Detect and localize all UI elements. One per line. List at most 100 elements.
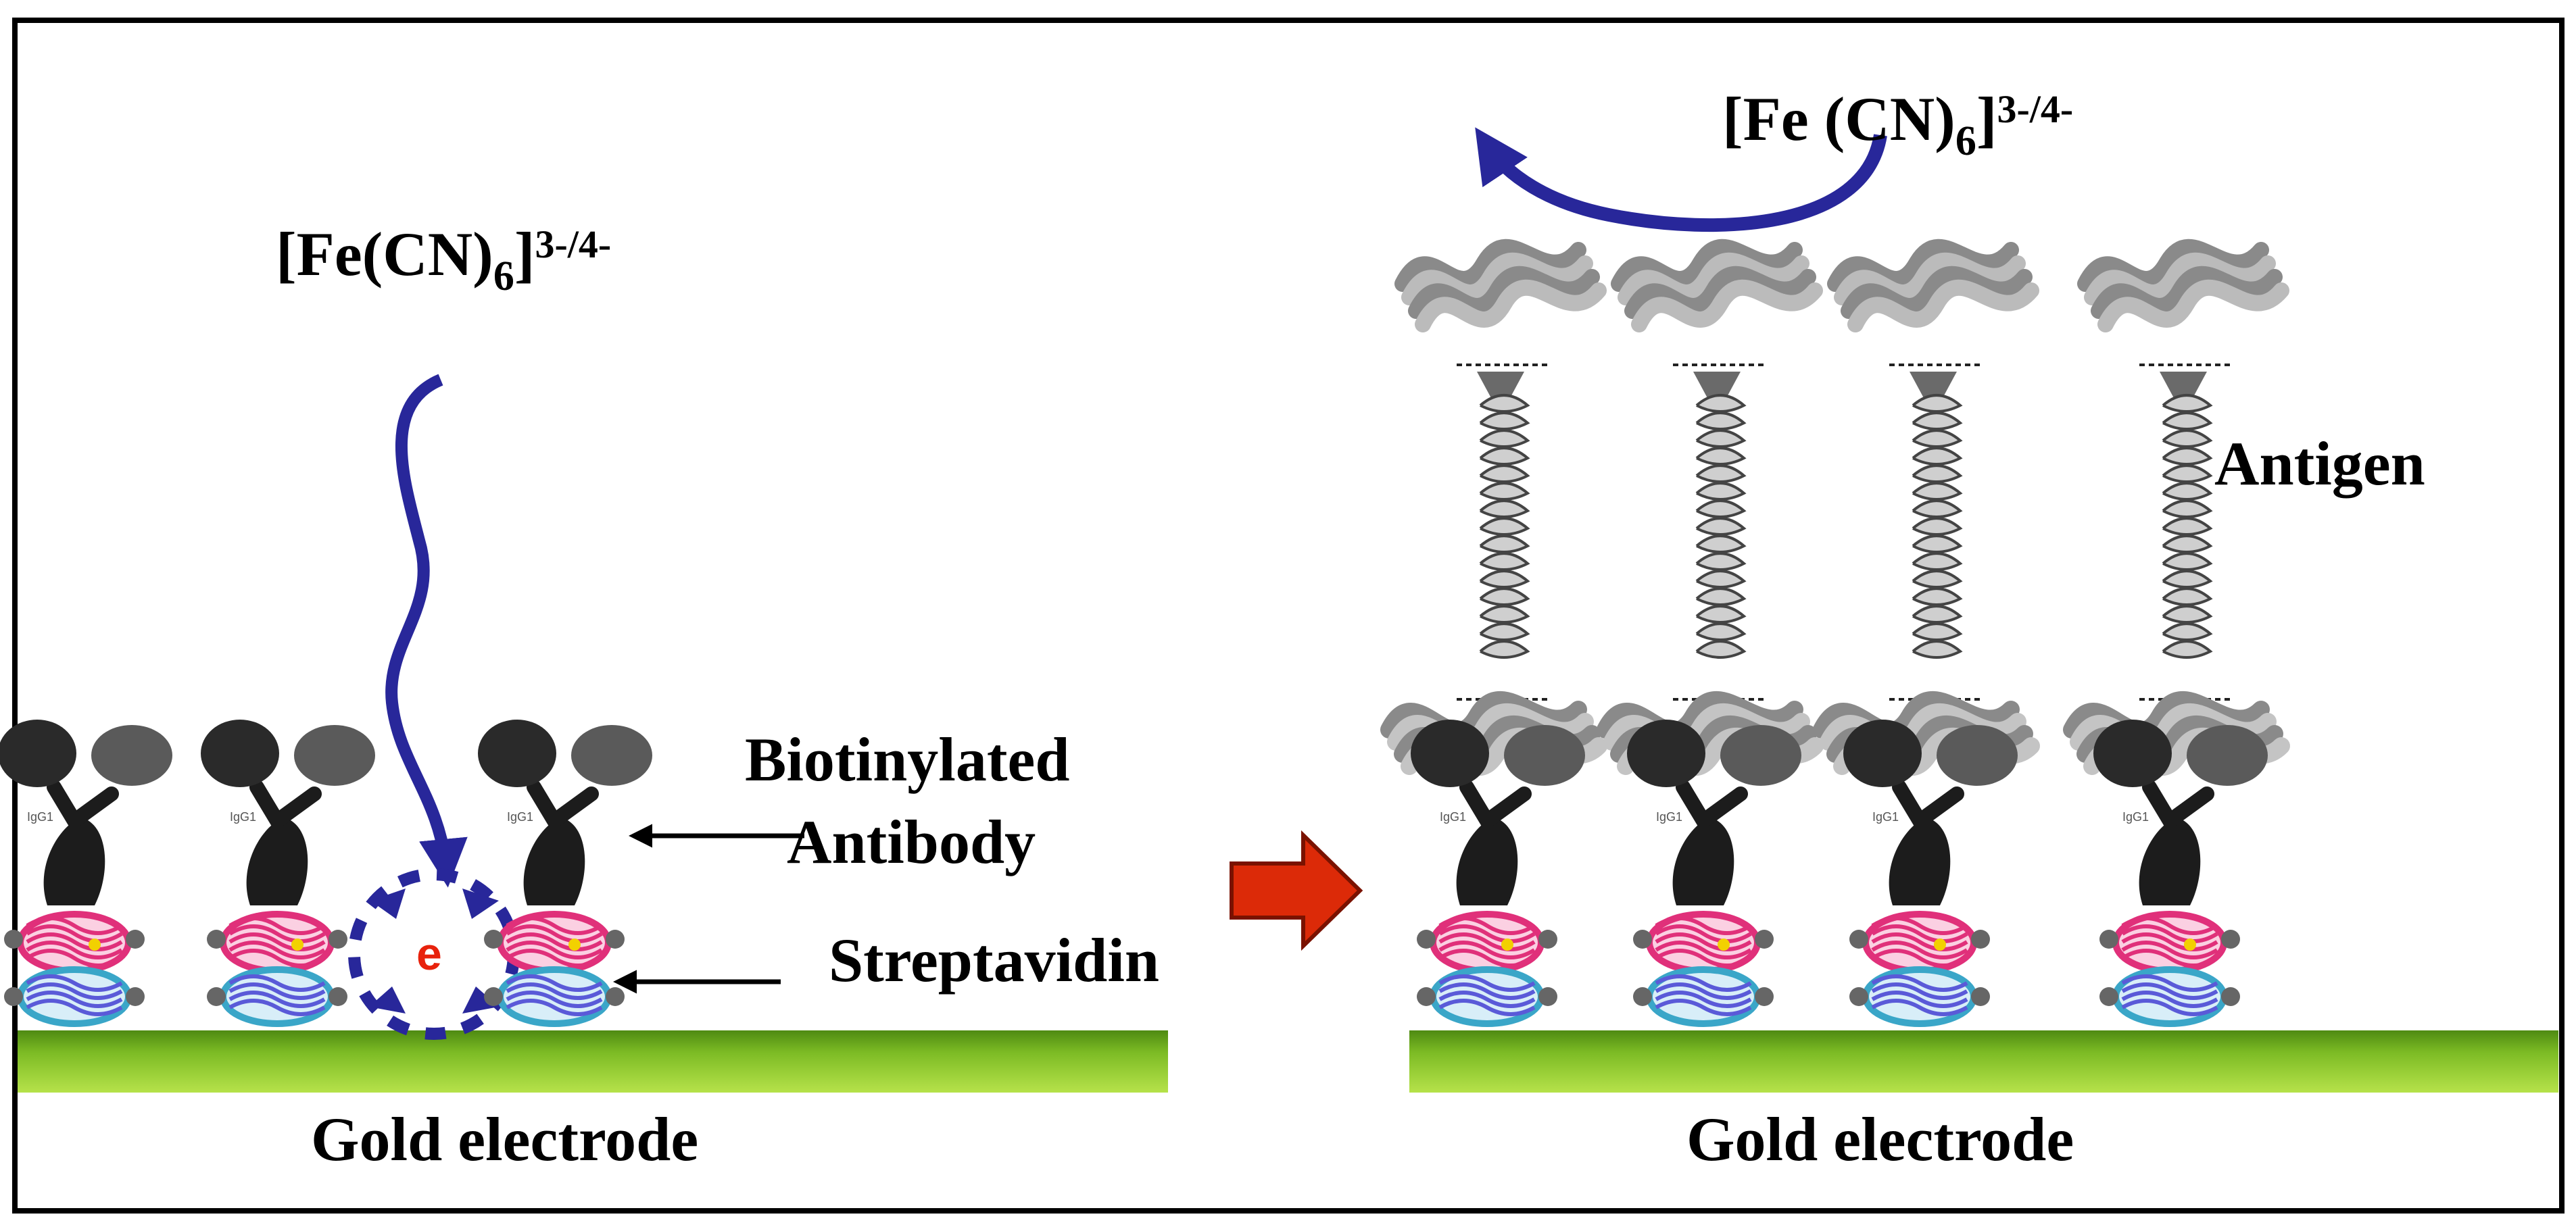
antigen-helix-turn	[1912, 411, 1963, 430]
antigen-helix-turn	[2162, 605, 2213, 624]
right-redox-probe-label: [Fe (CN)6]3-/4-	[1722, 87, 2074, 162]
antigen-helix-turn	[1479, 517, 1530, 536]
streptavidin-coil	[506, 916, 603, 935]
antigen-helix-turn	[2162, 570, 2213, 589]
antigen-helix-turn	[1695, 429, 1747, 448]
antigen-helix-turn	[1479, 464, 1530, 483]
antigen-helix-turn	[1695, 394, 1747, 413]
streptavidin-coil	[228, 924, 326, 943]
antigen-helix-turn	[1912, 587, 1963, 606]
antigen-helix-turn	[1479, 552, 1530, 571]
antibody-hinge	[1892, 780, 1964, 828]
antigen-helix-turn	[1695, 482, 1747, 501]
antigen-ribbon	[1834, 252, 2026, 305]
right-probe-superscript: 3-/4-	[1997, 87, 2074, 131]
antigen-ribbon	[2077, 239, 2269, 292]
antibody-fc	[1672, 818, 1734, 905]
streptavidin-coil	[506, 949, 603, 968]
streptavidin-coil	[1655, 932, 1752, 951]
streptavidin-bead	[2221, 987, 2240, 1006]
left-probe-main: [Fe(CN)	[276, 220, 493, 289]
antigen-protein-icon	[2063, 239, 2290, 776]
antigen-helix-turn	[2162, 482, 2213, 501]
antigen-helix-turn	[2162, 622, 2213, 641]
streptavidin-coil	[1871, 932, 1968, 951]
antigen-helix-turn	[1695, 570, 1747, 589]
streptavidin-coil	[1438, 991, 1536, 1008]
streptavidin-coil	[228, 982, 326, 1000]
antigen-helix-turn	[1912, 447, 1963, 466]
streptavidin-bead	[207, 987, 226, 1006]
streptavidin-coil	[1655, 991, 1752, 1008]
antibody-fab-left	[0, 720, 76, 787]
antigen-helix-turn	[1912, 622, 1963, 641]
antigen-helix-turn	[1479, 411, 1530, 430]
streptavidin-coil	[1871, 999, 1968, 1016]
antigen-ribbon	[2097, 279, 2289, 332]
right-arrow-icon	[1230, 830, 1363, 951]
streptavidin-bead	[1417, 987, 1436, 1006]
antigen-helix-turn	[1912, 464, 1963, 483]
streptavidin-coil	[2121, 991, 2218, 1008]
antigen-ribbon	[2084, 252, 2276, 305]
antigen-helix-turn	[1912, 534, 1963, 553]
streptavidin-coil	[506, 991, 603, 1008]
streptavidin-coil	[1871, 982, 1968, 1000]
streptavidin-bead	[1633, 930, 1652, 949]
streptavidin-coil	[228, 916, 326, 935]
biotin-dot	[1501, 939, 1513, 951]
antibody-tag: IgG1	[1656, 810, 1682, 824]
antigen-ribbon	[1847, 279, 2039, 332]
streptavidin-bead	[1971, 987, 1990, 1006]
streptavidin-bead	[329, 930, 347, 949]
streptavidin-coil	[1438, 974, 1536, 992]
biotinylated-label: Biotinylated	[745, 725, 1070, 794]
streptavidin-bead	[1849, 930, 1868, 949]
streptavidin-coil	[26, 999, 123, 1016]
antigen-helix-turn	[1912, 482, 1963, 501]
antigen-helix-turn	[1479, 640, 1530, 659]
antigen-ribbon	[1618, 252, 1809, 305]
streptavidin-coil	[26, 982, 123, 1000]
antigen-helix-turn	[2162, 587, 2213, 606]
antibody-hinge	[527, 780, 599, 828]
antibody-tag: IgG1	[1440, 810, 1466, 824]
streptavidin-coil	[1438, 941, 1536, 959]
antigen-helix-turn	[1479, 605, 1530, 624]
streptavidin-coil	[228, 974, 326, 992]
streptavidin-coil	[506, 999, 603, 1016]
streptavidin-bead	[2221, 930, 2240, 949]
antigen-helix-turn	[1912, 429, 1963, 448]
antibody-fab-left	[2093, 720, 2172, 787]
streptavidin-bead	[1538, 930, 1557, 949]
biotin-dot	[1934, 939, 1946, 951]
streptavidin-bead	[606, 987, 625, 1006]
antibody-fab-right	[1504, 725, 1585, 786]
streptavidin-coil	[2121, 941, 2218, 959]
antigen-triangle	[1910, 372, 1957, 416]
antigen-helix-turn	[1695, 534, 1747, 553]
antigen-helix-turn	[2162, 499, 2213, 518]
streptavidin-coil	[1655, 999, 1752, 1016]
streptavidin-coil	[228, 941, 326, 959]
streptavidin-bead	[1755, 987, 1774, 1006]
streptavidin-coil	[2121, 932, 2218, 951]
streptavidin-bead	[207, 930, 226, 949]
streptavidin-coil	[26, 916, 123, 935]
streptavidin-coil	[506, 941, 603, 959]
antigen-helix-turn	[2162, 394, 2213, 413]
streptavidin-coil	[26, 924, 123, 943]
streptavidin-coil	[228, 932, 326, 951]
streptavidin-coil	[2121, 982, 2218, 1000]
antigen-helix-turn	[1695, 605, 1747, 624]
streptavidin-bead	[1755, 930, 1774, 949]
streptavidin-bead	[1971, 930, 1990, 949]
antigen-helix-turn	[1912, 552, 1963, 571]
antigen-protein-icon	[1380, 239, 1607, 776]
antibody-fc	[1456, 818, 1518, 905]
antigen-ribbon	[1827, 239, 2019, 292]
antibody-icon: IgG1	[1411, 720, 1585, 905]
streptavidin-coil	[1871, 941, 1968, 959]
streptavidin-coil	[1438, 982, 1536, 1000]
antigen-ribbon	[1401, 252, 1593, 305]
